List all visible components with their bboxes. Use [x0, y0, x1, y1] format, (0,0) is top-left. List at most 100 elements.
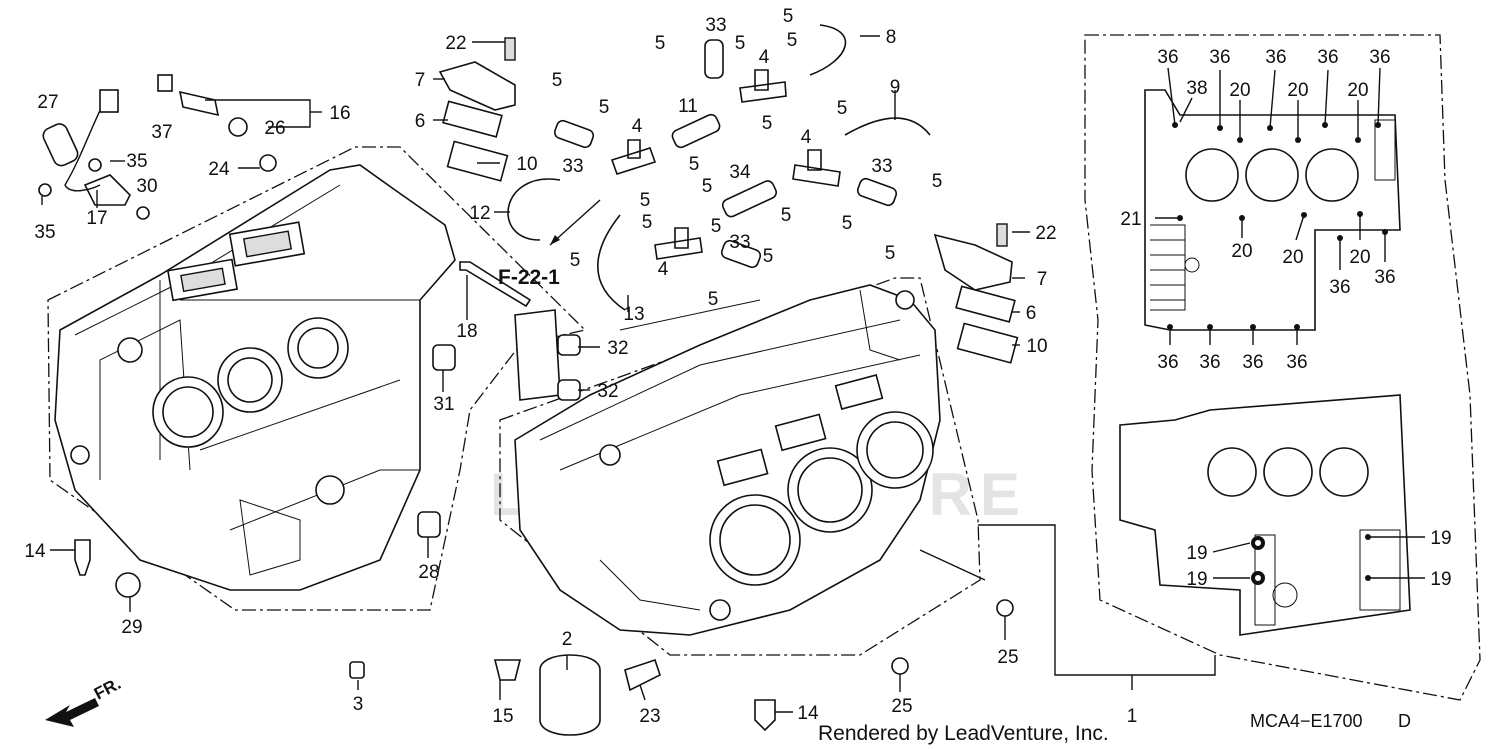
callout-5: 5	[781, 205, 792, 226]
callout-32: 32	[597, 381, 618, 402]
callout-8: 8	[886, 27, 897, 48]
callout-3: 3	[353, 694, 364, 715]
tjoint-4d	[792, 149, 841, 187]
callout-14: 14	[797, 703, 819, 724]
callout-6: 6	[1026, 303, 1037, 324]
callout-5: 5	[842, 213, 853, 234]
callout-25: 25	[997, 647, 1018, 668]
pipe-34	[721, 180, 778, 218]
plate-10-top	[446, 140, 509, 182]
callout-1: 1	[1127, 706, 1138, 727]
bracket	[514, 309, 561, 401]
callout-35: 35	[126, 151, 147, 172]
callout-29: 29	[121, 617, 142, 638]
hose-9	[844, 117, 931, 136]
lower-gasket	[1119, 394, 1411, 636]
callout-5: 5	[837, 98, 848, 119]
callout-34: 34	[729, 162, 751, 183]
connector-top	[99, 89, 119, 113]
callout-36: 36	[1242, 352, 1263, 373]
collar-32b	[557, 379, 581, 401]
washer-24	[259, 154, 277, 172]
callout-33: 33	[705, 15, 726, 36]
callout-5: 5	[762, 113, 773, 134]
callout-36: 36	[1329, 277, 1350, 298]
ref-arrow	[549, 199, 601, 246]
callout-36: 36	[1286, 352, 1307, 373]
diagram-code: MCA4−E1700	[1250, 711, 1363, 731]
dowel-31	[432, 344, 456, 371]
pipe-33a	[704, 39, 724, 79]
gasket-6-right	[955, 285, 1016, 323]
callout-36: 36	[1209, 47, 1230, 68]
dowel-3	[349, 661, 365, 679]
bolt-35a	[88, 158, 102, 172]
tjoint-4c	[654, 227, 703, 260]
callout-16: 16	[329, 103, 350, 124]
gasket-group-outline	[1084, 34, 1481, 701]
callout-10: 10	[1026, 336, 1047, 357]
callout-20: 20	[1349, 247, 1370, 268]
callout-35: 35	[34, 222, 55, 243]
callout-27: 27	[37, 92, 58, 113]
callout-5: 5	[640, 190, 651, 211]
nut-37	[157, 74, 173, 92]
callout-36: 36	[1369, 47, 1390, 68]
pipe-11	[671, 113, 721, 149]
leader-lines	[41, 35, 1425, 713]
gasket-6-top	[442, 100, 503, 138]
callout-4: 4	[759, 47, 770, 68]
callout-22: 22	[1035, 223, 1056, 244]
callout-6: 6	[415, 111, 426, 132]
callout-32: 32	[607, 338, 628, 359]
seal-29	[115, 572, 141, 598]
callout-33: 33	[729, 232, 750, 253]
bolt-35b	[38, 183, 52, 197]
oring-26	[228, 117, 248, 137]
injector-16	[178, 90, 220, 117]
callout-28: 28	[418, 562, 439, 583]
callout-10: 10	[516, 154, 537, 175]
pipe-33d	[856, 177, 898, 207]
cover-7-top	[438, 61, 516, 111]
hose-8	[809, 24, 847, 76]
callout-5: 5	[655, 33, 666, 54]
callout-19: 19	[1186, 569, 1207, 590]
callout-36: 36	[1374, 267, 1395, 288]
washer-25a	[996, 599, 1014, 617]
callout-5: 5	[783, 6, 794, 27]
callout-5: 5	[932, 171, 943, 192]
callout-12: 12	[469, 203, 490, 224]
tjoint-4a	[739, 69, 787, 103]
connector-27	[42, 123, 79, 167]
callout-20: 20	[1229, 80, 1250, 101]
pipe-33c	[720, 239, 762, 269]
callout-26: 26	[264, 118, 285, 139]
bolt-18	[459, 261, 532, 308]
washer-30	[136, 206, 150, 220]
callout-17: 17	[86, 208, 107, 229]
dowel-28	[417, 511, 441, 538]
callout-30: 30	[136, 176, 157, 197]
switch-15	[493, 659, 522, 681]
callout-31: 31	[433, 394, 454, 415]
callout-21: 21	[1120, 209, 1141, 230]
callout-20: 20	[1347, 80, 1368, 101]
callout-20: 20	[1231, 241, 1252, 262]
callout-19: 19	[1186, 543, 1207, 564]
callout-5: 5	[642, 212, 653, 233]
callout-36: 36	[1265, 47, 1286, 68]
ref-arrow-head-icon	[550, 235, 560, 245]
callout-5: 5	[708, 289, 719, 310]
callout-2: 2	[562, 629, 573, 650]
callout-19: 19	[1430, 528, 1451, 549]
callout-5: 5	[552, 70, 563, 91]
oil-filter-2	[539, 654, 601, 736]
callout-36: 36	[1157, 352, 1178, 373]
callout-5: 5	[570, 250, 581, 271]
callout-22: 22	[445, 33, 466, 54]
callout-13: 13	[623, 304, 644, 325]
callout-5: 5	[599, 97, 610, 118]
